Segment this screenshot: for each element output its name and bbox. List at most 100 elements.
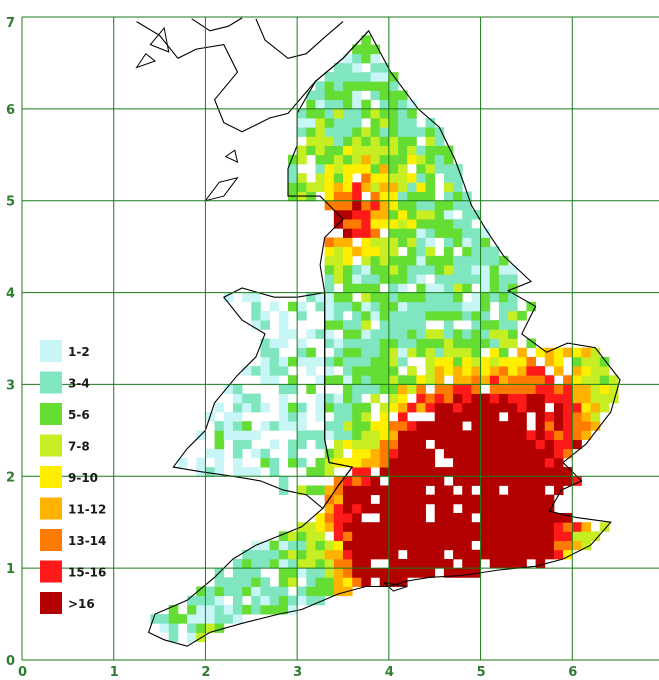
map-cell [333,237,344,248]
map-cell [287,301,298,312]
map-cell [517,310,527,321]
map-cell [150,614,160,624]
map-cell [324,375,335,385]
map-cell [489,549,500,560]
map-cell [526,430,536,440]
map-cell [333,310,344,321]
map-cell [471,522,481,532]
map-cell [223,604,234,615]
map-cell [453,283,463,293]
map-cell [333,320,344,330]
map-cell [333,439,344,450]
map-cell [544,448,555,459]
map-cell [361,35,371,45]
map-cell [462,274,472,284]
map-cell [489,467,500,477]
map-cell [508,485,518,496]
map-cell [260,595,271,606]
map-cell [489,347,500,358]
map-cell [370,255,381,266]
map-cell [535,411,546,422]
map-cell [333,347,344,358]
map-cell [563,467,573,477]
map-cell [370,44,381,55]
map-cell [517,513,527,523]
map-cell [315,173,326,183]
map-cell [508,366,518,376]
map-cell [398,145,408,156]
map-cell [324,283,335,293]
x-tick-label: 1 [110,665,119,680]
map-cell [297,586,307,597]
map-cell [434,219,445,229]
map-cell [196,457,206,468]
map-cell [343,173,353,183]
map-cell [416,209,426,220]
map-cell [379,108,390,119]
map-cell [370,81,381,91]
map-cell [425,145,436,156]
map-cell [462,411,472,422]
map-cell [232,604,243,615]
map-cell [343,283,353,293]
map-cell [553,513,564,523]
map-cell [416,467,426,477]
map-cell [324,118,335,128]
map-cell [379,62,390,73]
map-cell [333,145,344,156]
map-cell [251,402,261,413]
map-cell [462,558,472,569]
map-cell [388,154,399,165]
map-cell [480,476,491,486]
map-cell [434,558,445,569]
map-cell [453,467,463,477]
map-cell [553,430,564,440]
map-cell [388,219,399,229]
map-cell [361,549,371,560]
map-cell [443,494,454,505]
map-cell [361,558,371,569]
map-cell [370,375,381,385]
map-cell [416,338,426,349]
map-cell [168,604,179,615]
map-cell [324,99,335,110]
map-cell [443,237,454,248]
map-cell [232,421,243,431]
map-cell [453,347,463,358]
map-cell [388,568,399,578]
legend-label: 3-4 [68,377,90,391]
map-cell [379,448,390,459]
map-cell [443,393,454,404]
map-cell [526,531,536,541]
map-cell [361,108,371,119]
map-cell [434,274,445,284]
map-cell [508,503,518,514]
map-cell [214,402,225,413]
map-cell [361,154,371,165]
map-cell [453,265,463,275]
map-cell [425,522,436,532]
map-cell [278,421,289,431]
map-cell [388,522,399,532]
map-cell [544,531,555,541]
map-cell [324,246,335,257]
map-cell [480,329,491,339]
map-cell [168,623,179,633]
map-cell [242,549,252,560]
map-cell [242,402,252,413]
map-cell [287,154,298,165]
map-cell [553,356,564,367]
map-cell [443,310,454,321]
map-cell [407,154,417,165]
map-cell [379,494,390,505]
map-cell [297,439,307,450]
map-cell [480,467,491,477]
map-cell [526,467,536,477]
map-cell [544,494,555,505]
map-cell [297,301,307,312]
map-cell [361,320,371,330]
map-cell [379,81,390,91]
map-cell [352,99,362,110]
map-cell [324,191,335,202]
map-cell [361,145,371,156]
